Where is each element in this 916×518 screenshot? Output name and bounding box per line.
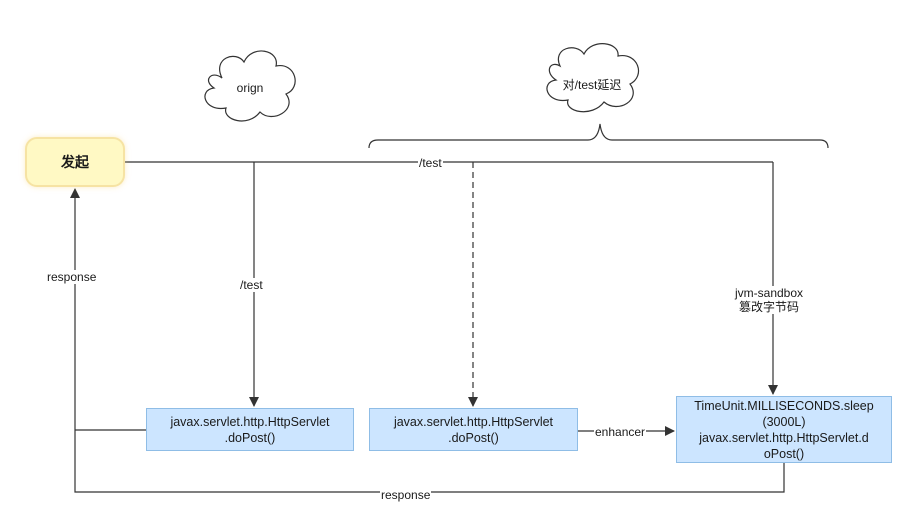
- box-delayed-dopost[interactable]: javax.servlet.http.HttpServlet .doPost(): [369, 408, 578, 451]
- edge-label-sandbox: jvm-sandbox 篡改字节码: [734, 286, 805, 314]
- start-node[interactable]: 发起: [25, 137, 125, 187]
- box-origin-line1: javax.servlet.http.HttpServlet: [170, 414, 330, 429]
- edge-label-enhancer: enhancer: [594, 425, 647, 439]
- edge-label-sandbox-line2: 篡改字节码: [739, 300, 800, 314]
- edge-label-sandbox-line1: jvm-sandbox: [735, 286, 804, 300]
- box-origin-dopost[interactable]: javax.servlet.http.HttpServlet .doPost(): [146, 408, 354, 451]
- box-enhanced-line3: javax.servlet.http.HttpServlet.d: [699, 430, 869, 445]
- cloud-delay-shape: [546, 43, 640, 113]
- curly-brace: [368, 123, 829, 149]
- box-enhanced-line2: (3000L): [762, 414, 806, 429]
- box-delayed-line1: javax.servlet.http.HttpServlet: [393, 414, 554, 429]
- start-node-label: 发起: [61, 154, 89, 170]
- edge-label-origin-request: /test: [239, 278, 264, 292]
- cloud-delay-label: 对/test延迟: [562, 78, 622, 92]
- edge-label-response-bottom: response: [380, 488, 432, 502]
- edge-label-top-request: /test: [418, 156, 443, 170]
- edge-label-response-left: response: [46, 270, 98, 284]
- cloud-origin-shape: [204, 50, 296, 122]
- box-origin-line2: .doPost(): [224, 430, 276, 445]
- box-enhanced-line1: TimeUnit.MILLISECONDS.sleep: [694, 398, 874, 413]
- box-enhanced-line4: oPost(): [763, 446, 805, 461]
- box-enhanced-dopost[interactable]: TimeUnit.MILLISECONDS.sleep (3000L) java…: [676, 396, 892, 463]
- cloud-origin-label: orign: [236, 81, 264, 95]
- box-delayed-line2: .doPost(): [448, 430, 499, 445]
